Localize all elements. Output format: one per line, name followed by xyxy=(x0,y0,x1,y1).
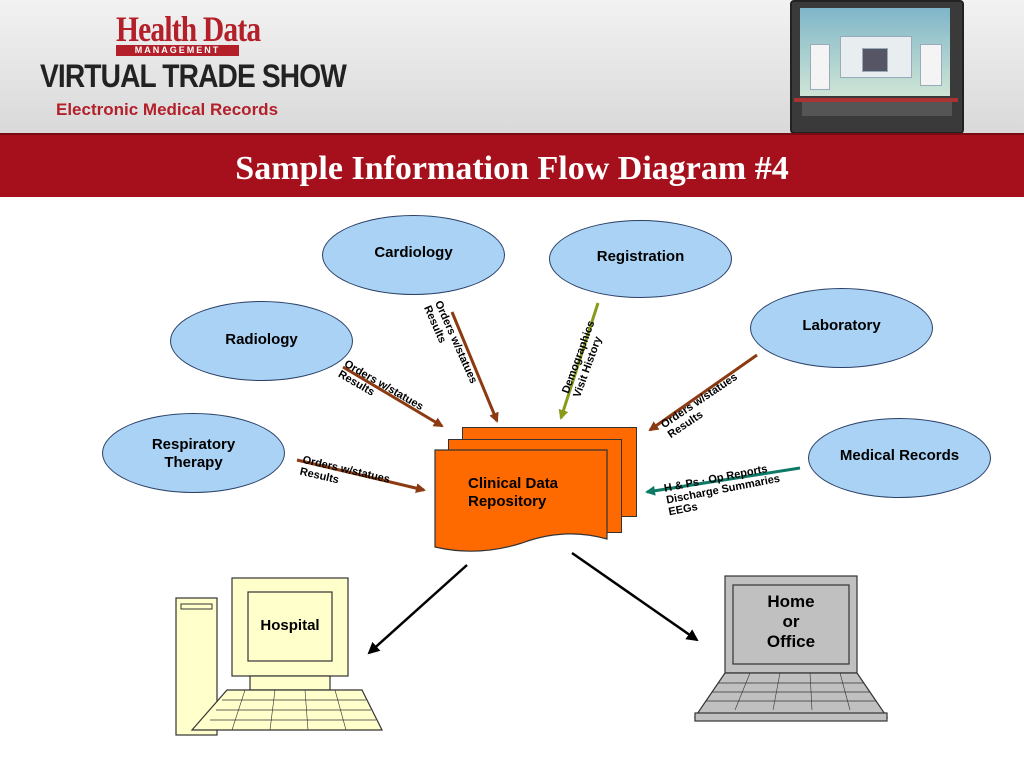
home-label-line1: Home xyxy=(767,592,815,611)
monitor-base xyxy=(802,102,952,116)
page-title: Sample Information Flow Diagram #4 xyxy=(235,150,789,187)
booth-shape xyxy=(920,44,942,86)
arrow-registration xyxy=(558,302,600,420)
hospital-computer xyxy=(175,577,383,736)
arrow-medical-records xyxy=(645,466,801,496)
node-medical-records-label: Medical Records xyxy=(839,447,960,464)
repository-label-line1: Clinical Data xyxy=(468,475,559,492)
repository-label: Clinical Data Repository xyxy=(468,475,558,511)
monitor-screen xyxy=(800,8,950,96)
arrow-layer xyxy=(175,302,889,736)
node-radiology: Radiology xyxy=(170,301,353,381)
arrow-laboratory xyxy=(648,353,758,432)
hospital-label: Hospital xyxy=(260,617,320,634)
home-office-label: Home or Office xyxy=(733,592,849,652)
logo-management: MANAGEMENT xyxy=(116,45,239,56)
information-flow-diagram: Clinical Data Repository Cardiology Regi… xyxy=(0,195,1024,768)
arrow-to-home xyxy=(571,551,699,642)
booth-video xyxy=(862,48,888,72)
node-respiratory-label-line2: Therapy xyxy=(164,454,223,471)
node-laboratory: Laboratory xyxy=(750,288,933,368)
home-laptop xyxy=(693,575,889,722)
home-label-line3: Office xyxy=(766,632,816,651)
node-radiology-label: Radiology xyxy=(225,331,298,348)
booth-shape xyxy=(810,44,830,90)
home-label-line2: or xyxy=(782,612,800,631)
arrow-to-hospital xyxy=(367,564,468,655)
arrow-radiology xyxy=(342,365,444,428)
node-registration: Registration xyxy=(549,220,732,298)
arrow-cardiology xyxy=(450,311,499,423)
title-bar: Sample Information Flow Diagram #4 xyxy=(0,133,1024,197)
node-respiratory-label-line1: Respiratory xyxy=(151,436,236,453)
node-respiratory-therapy: Respiratory Therapy xyxy=(102,413,285,493)
trade-show-monitor-image xyxy=(790,0,964,133)
repository-label-line2: Repository xyxy=(468,493,547,510)
header-banner: Health Data MANAGEMENT VIRTUAL TRADE SHO… xyxy=(0,0,1024,133)
node-registration-label: Registration xyxy=(596,248,685,265)
node-medical-records: Medical Records xyxy=(808,418,991,498)
node-laboratory-label: Laboratory xyxy=(802,317,881,334)
logo-health-data: Health Data xyxy=(116,9,261,49)
node-cardiology: Cardiology xyxy=(322,215,505,295)
node-cardiology-label: Cardiology xyxy=(374,244,453,261)
arrow-respiratory xyxy=(296,458,426,494)
logo-electronic-medical-records: Electronic Medical Records xyxy=(56,100,279,119)
logo-virtual-trade-show: VIRTUAL TRADE SHOW xyxy=(40,58,347,94)
monitor-bar xyxy=(794,98,958,102)
repository-sheet-front xyxy=(434,449,608,552)
